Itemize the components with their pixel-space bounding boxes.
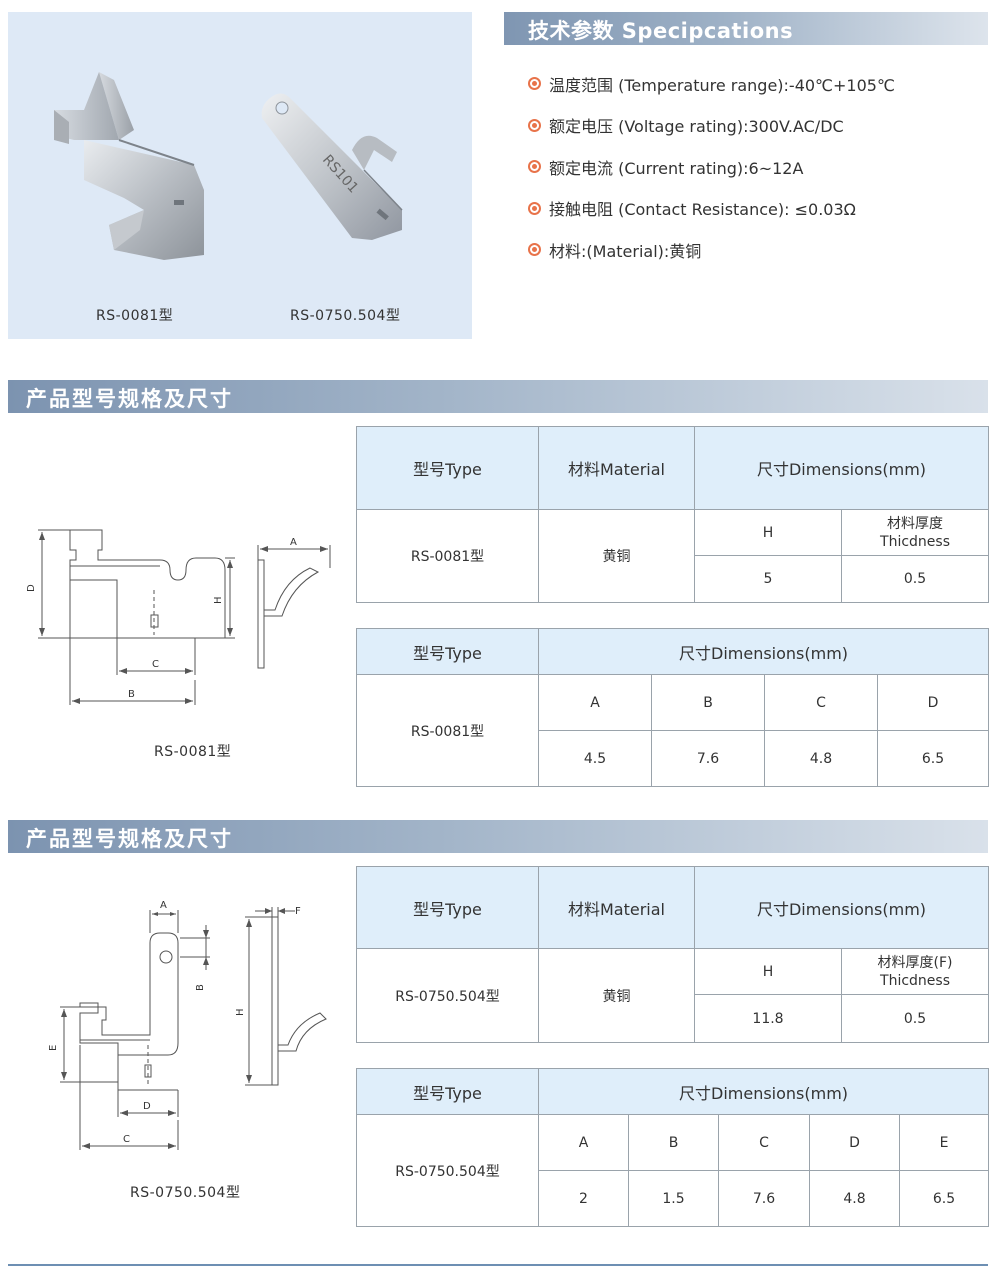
dimensions-header: 尺寸Dimensions(mm): [693, 866, 990, 949]
col-header: A: [538, 674, 652, 731]
col-header: B: [651, 674, 765, 731]
bullet-icon: [528, 160, 541, 174]
cell-value: 7.6: [651, 730, 765, 787]
bullet-icon: [528, 77, 541, 91]
section-title: 产品型号规格及尺寸: [26, 827, 233, 851]
type-header: 型号Type: [356, 426, 539, 510]
col-header: B: [628, 1114, 719, 1171]
section2-table2: 型号Type 尺寸Dimensions(mm) RS-0750.504型 A B…: [356, 1068, 990, 1227]
cell-value: 4.5: [538, 730, 652, 787]
col-header: C: [764, 674, 878, 731]
dim-label-a: A: [160, 900, 167, 911]
spec-item: 额定电流 (Current rating):6~12A: [528, 146, 988, 188]
bullet-icon: [528, 201, 541, 215]
spec-item: 材料:(Material):黄铜: [528, 229, 988, 271]
section-header-2: 产品型号规格及尺寸: [8, 820, 988, 853]
cell-value: 2: [538, 1170, 629, 1227]
section1-table2: 型号Type 尺寸Dimensions(mm) RS-0081型 A B C D…: [356, 628, 990, 787]
cell-value: 6.5: [898, 1170, 990, 1227]
type-header: 型号Type: [356, 1068, 539, 1115]
type-value: RS-0750.504型: [356, 1114, 539, 1227]
bullet-icon: [528, 118, 541, 132]
h-header: H: [694, 509, 842, 556]
type-header: 型号Type: [356, 628, 539, 675]
drawing-label-1: RS-0081型: [154, 744, 232, 760]
cell-value: 7.6: [718, 1170, 810, 1227]
cell-value: 6.5: [876, 730, 990, 787]
material-header: 材料Material: [538, 866, 695, 949]
product-photo-panel: RS101: [8, 12, 472, 339]
type-value: RS-0081型: [356, 509, 539, 603]
spec-item: 温度范围 (Temperature range):-40℃+105℃: [528, 63, 988, 105]
spec-list: 温度范围 (Temperature range):-40℃+105℃ 额定电压 …: [528, 63, 988, 271]
dimensions-header: 尺寸Dimensions(mm): [537, 628, 990, 675]
material-value: 黄铜: [538, 509, 695, 603]
dim-label-b: B: [195, 984, 206, 991]
type-header: 型号Type: [356, 866, 539, 949]
drawing-label-2: RS-0750.504型: [130, 1185, 241, 1201]
dim-label-e: E: [48, 1045, 59, 1051]
spec-title: 技术参数 Specipcations: [528, 19, 794, 43]
rs-0750-photo: RS101: [261, 93, 403, 240]
h-header: H: [694, 948, 842, 995]
cell-value: 4.8: [764, 730, 878, 787]
rs-0081-photo: [54, 72, 204, 260]
section1-table1: 型号Type 材料Material 尺寸Dimensions(mm) RS-00…: [356, 426, 990, 603]
dimensions-header: 尺寸Dimensions(mm): [537, 1068, 990, 1115]
spec-item: 接触电阻 (Contact Resistance): ≤0.03Ω: [528, 188, 988, 230]
spec-item: 额定电压 (Voltage rating):300V.AC/DC: [528, 105, 988, 147]
thickness-value: 0.5: [840, 994, 990, 1043]
thickness-value: 0.5: [840, 555, 990, 603]
dimensions-header: 尺寸Dimensions(mm): [693, 426, 990, 510]
type-value: RS-0081型: [356, 674, 539, 787]
photo-caption-right: RS-0750.504型: [290, 308, 401, 324]
dim-label-d: D: [143, 1101, 151, 1112]
h-value: 5: [694, 555, 842, 603]
material-value: 黄铜: [538, 948, 695, 1043]
dim-label-c: C: [123, 1134, 130, 1145]
cell-value: 4.8: [809, 1170, 900, 1227]
dim-label-a: A: [290, 537, 297, 548]
col-header: E: [898, 1114, 990, 1171]
dim-label-b: B: [128, 689, 135, 700]
col-header: D: [876, 674, 990, 731]
col-header: D: [809, 1114, 900, 1171]
spec-header: 技术参数 Specipcations: [504, 12, 988, 45]
col-header: A: [538, 1114, 629, 1171]
rs-0081-drawing: D H C B A: [26, 529, 331, 705]
section-title: 产品型号规格及尺寸: [26, 387, 233, 411]
thickness-header: 材料厚度(F)Thicdness: [840, 948, 990, 995]
h-value: 11.8: [694, 994, 842, 1043]
bottom-rule: [8, 1264, 988, 1266]
section2-table1: 型号Type 材料Material 尺寸Dimensions(mm) RS-07…: [356, 866, 990, 1043]
photo-caption-left: RS-0081型: [96, 308, 174, 324]
dim-label-f: F: [295, 906, 301, 917]
dim-label-h: H: [235, 1008, 246, 1016]
bullet-icon: [528, 243, 541, 257]
rs-0750-drawing: A B E D C F H: [48, 900, 327, 1150]
dim-label-d: D: [26, 584, 37, 592]
type-value: RS-0750.504型: [356, 948, 539, 1043]
material-header: 材料Material: [538, 426, 695, 510]
section-header-1: 产品型号规格及尺寸: [8, 380, 988, 413]
cell-value: 1.5: [628, 1170, 719, 1227]
dim-label-c: C: [152, 659, 159, 670]
col-header: C: [718, 1114, 810, 1171]
dim-label-h: H: [213, 596, 224, 604]
